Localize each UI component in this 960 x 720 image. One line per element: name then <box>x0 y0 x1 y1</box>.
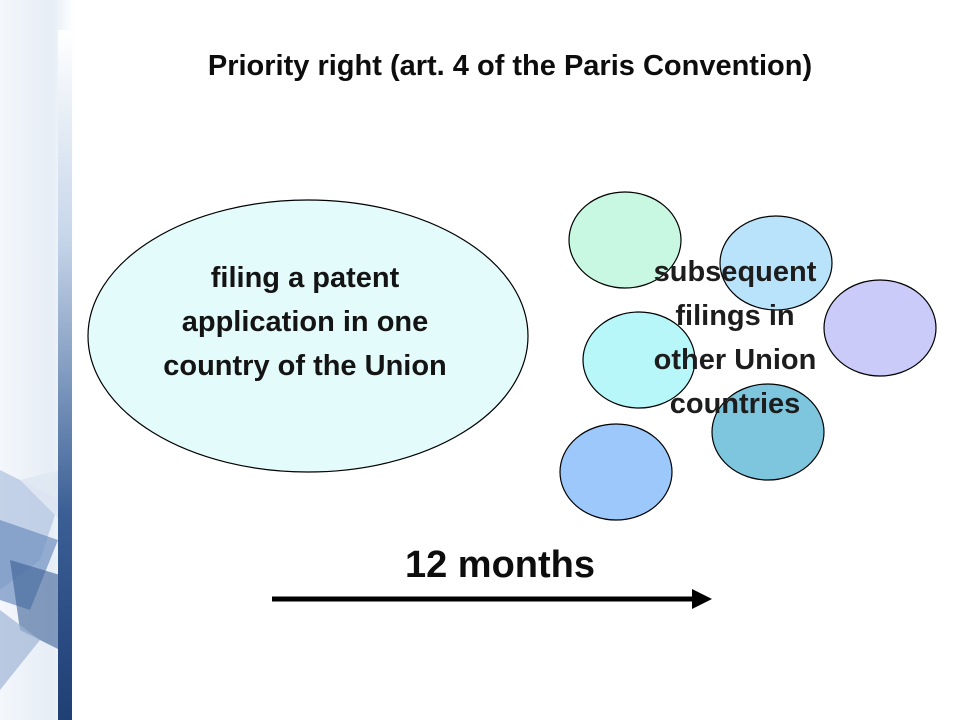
subsequent-filings-line: filings in <box>675 300 795 332</box>
first-filing-line: filing a patent <box>210 262 400 294</box>
filing-bubble <box>582 311 696 409</box>
subsequent-filings-label: subsequent filings in other Union countr… <box>590 250 880 426</box>
priority-period-label: 12 months <box>404 544 596 586</box>
filing-bubble <box>823 279 937 377</box>
first-filing-label: filing a patent application in one count… <box>100 256 510 388</box>
subsequent-filings-line: other Union <box>653 344 817 376</box>
subsequent-filings-bubbles <box>559 191 937 521</box>
filing-bubble <box>568 191 682 289</box>
subsequent-filings-line: subsequent <box>653 256 817 288</box>
first-filing-ellipse <box>87 199 529 473</box>
first-filing-line: application in one <box>181 306 429 338</box>
slide-title: Priority right (art. 4 of the Paris Conv… <box>207 50 813 82</box>
filing-bubble <box>711 383 825 481</box>
time-arrow-head <box>692 589 712 609</box>
side-vertical-bar <box>58 30 72 720</box>
filing-bubble <box>559 423 673 521</box>
first-filing-line: country of the Union <box>163 350 447 382</box>
filing-bubble <box>719 215 833 311</box>
side-decoration-art <box>0 470 60 690</box>
subsequent-filings-line: countries <box>669 388 801 420</box>
